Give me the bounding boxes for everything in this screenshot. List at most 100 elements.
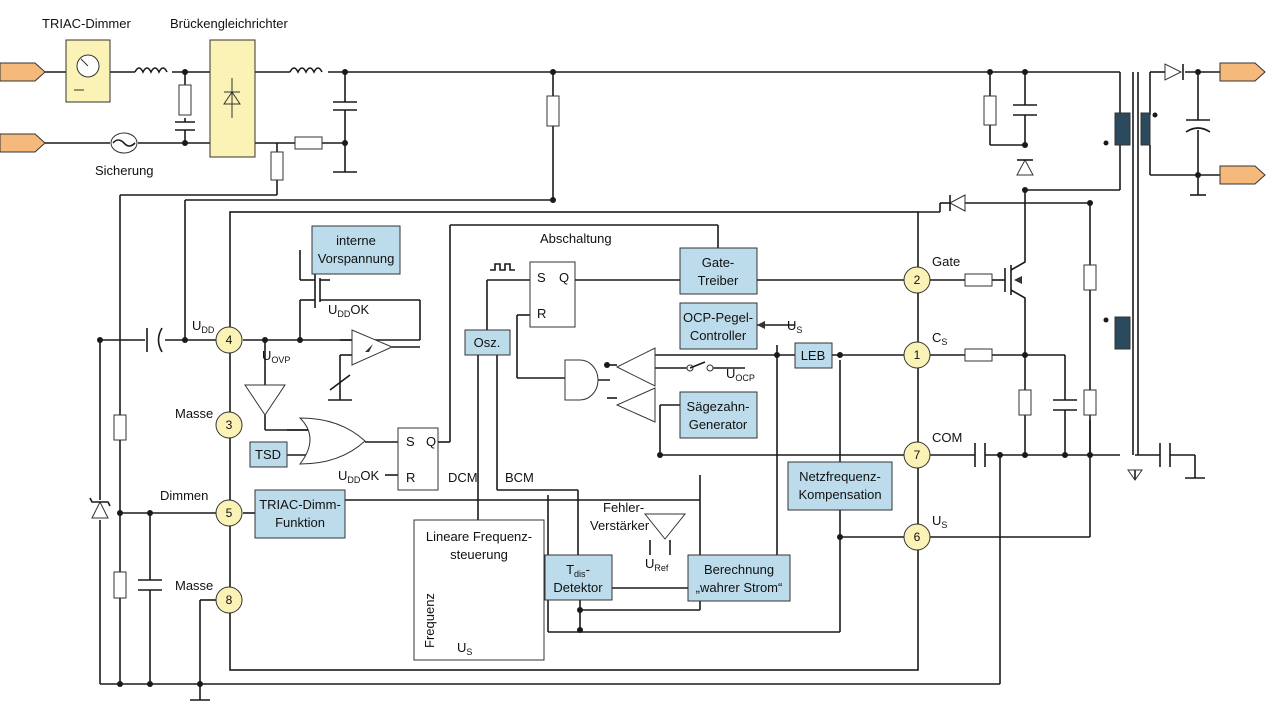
leb-block: LEB: [794, 342, 833, 369]
blocks: interne Vorspannung Gate- Treiber OCP-Pe…: [249, 225, 893, 661]
inductor-2-icon: [289, 67, 323, 74]
or-gate: [298, 417, 366, 465]
uddok-label-2: UDDOK: [338, 468, 380, 485]
uref-label: URef: [645, 556, 669, 573]
svg-text:interne: interne: [336, 233, 376, 248]
svg-text:steuerung: steuerung: [450, 547, 508, 562]
uocp-label: UOCP: [726, 366, 755, 383]
svg-text:TSD: TSD: [255, 447, 281, 462]
svg-text:S: S: [406, 434, 415, 449]
svg-text:LEB: LEB: [801, 348, 826, 363]
masse-label-2: Masse: [175, 578, 213, 593]
gate-treiber-block: Gate- Treiber: [679, 247, 758, 295]
svg-text:Gate-: Gate-: [702, 255, 735, 270]
svg-text:7: 7: [914, 448, 921, 462]
svg-text:OCP-Pegel-: OCP-Pegel-: [683, 310, 753, 325]
fehler-label-1: Fehler-: [603, 500, 644, 515]
svg-text:Generator: Generator: [689, 417, 748, 432]
svg-text:Netzfrequenz-: Netzfrequenz-: [799, 469, 881, 484]
svg-text:3: 3: [226, 418, 233, 432]
resistor-r3: [270, 151, 284, 181]
saegezahn-block: Sägezahn- Generator: [679, 391, 758, 439]
components: [0, 39, 1266, 652]
svg-text:Sägezahn-: Sägezahn-: [687, 399, 750, 414]
svg-text:6: 6: [914, 530, 921, 544]
ocp-controller-block: OCP-Pegel- Controller: [679, 302, 758, 350]
us-axis-label: US: [457, 640, 472, 657]
us-pin-label: US: [932, 513, 947, 530]
clock-signal-icon: [490, 263, 515, 271]
netzfrequenz-block: Netzfrequenz- Kompensation: [787, 461, 893, 511]
svg-text:R: R: [406, 470, 415, 485]
bridge-label: Brückengleichrichter: [170, 16, 288, 31]
triac-dimmer-label: TRIAC-Dimmer: [42, 16, 131, 31]
svg-text:Lineare Frequenz-: Lineare Frequenz-: [426, 529, 532, 544]
pin-7: 7: [903, 441, 931, 469]
svg-text:Detektor: Detektor: [553, 580, 603, 595]
junctions: [97, 69, 1201, 687]
dimmen-label: Dimmen: [160, 488, 208, 503]
pins: 4 3 5 8 2 1 7 6: [215, 266, 931, 614]
flip-flop-1: S Q R: [397, 427, 439, 491]
pin-6: 6: [903, 523, 931, 551]
startup-resistor: [546, 95, 560, 127]
input-terminal-2: [0, 133, 46, 153]
pin-2: 2: [903, 266, 931, 294]
svg-text:Berechnung: Berechnung: [704, 562, 774, 577]
triac-dimm-funktion-block: TRIAC-Dimm- Funktion: [254, 489, 346, 539]
flip-flop-2: S Q R: [529, 261, 576, 328]
osz-block: Osz.: [464, 329, 511, 356]
bcm-label: BCM: [505, 470, 534, 485]
arrow-icon: [757, 321, 765, 329]
dcm-label: DCM: [448, 470, 478, 485]
tsd-block: TSD: [249, 441, 288, 468]
cs-label: CS: [932, 330, 947, 347]
svg-text:2: 2: [914, 273, 921, 287]
input-terminal-1: [0, 62, 46, 82]
pin-3: 3: [215, 411, 243, 439]
svg-text:8: 8: [226, 593, 233, 607]
us-ocp-label: US: [787, 318, 802, 335]
svg-text:Q: Q: [426, 434, 436, 449]
fuse-label: Sicherung: [95, 163, 154, 178]
svg-text:5: 5: [226, 506, 233, 520]
svg-text:Kompensation: Kompensation: [798, 487, 881, 502]
labels: TRIAC-Dimmer Brückengleichrichter Sicher…: [42, 16, 962, 657]
svg-text:1: 1: [914, 348, 921, 362]
lineare-frequenzsteuerung-block: Lineare Frequenz- steuerung: [413, 519, 545, 661]
pin-8: 8: [215, 586, 243, 614]
pin-1: 1: [903, 341, 931, 369]
svg-text:S: S: [537, 270, 546, 285]
svg-text:Tdis-: Tdis-: [566, 562, 590, 579]
resistor-r1: [178, 84, 192, 116]
svg-text:TRIAC-Dimm-: TRIAC-Dimm-: [259, 497, 341, 512]
svg-text:„wahrer Strom“: „wahrer Strom“: [696, 580, 783, 595]
inductor-1-icon: [134, 67, 168, 74]
output-terminal-1: [1219, 62, 1266, 82]
and-gate: [564, 359, 599, 401]
svg-text:R: R: [537, 306, 546, 321]
frequenz-axis-label: Frequenz: [422, 593, 437, 648]
tdis-detektor-block: Tdis- Detektor: [544, 554, 613, 601]
svg-text:Funktion: Funktion: [275, 515, 325, 530]
masse-label-1: Masse: [175, 406, 213, 421]
berechnung-block: Berechnung „wahrer Strom“: [687, 554, 791, 602]
uddok-label-1: UDDOK: [328, 302, 370, 319]
svg-text:Q: Q: [559, 270, 569, 285]
svg-text:Osz.: Osz.: [474, 335, 501, 350]
gate-label: Gate: [932, 254, 960, 269]
svg-text:Treiber: Treiber: [698, 273, 739, 288]
udd-label: UDD: [192, 318, 215, 335]
svg-text:Controller: Controller: [690, 328, 747, 343]
interne-vorspannung-block: interne Vorspannung: [311, 225, 401, 275]
wires: [45, 71, 1220, 701]
abschaltung-label: Abschaltung: [540, 231, 612, 246]
resistor-r2: [294, 136, 323, 150]
svg-text:Vorspannung: Vorspannung: [318, 251, 395, 266]
com-label: COM: [932, 430, 962, 445]
output-terminal-2: [1219, 165, 1266, 185]
svg-text:4: 4: [226, 333, 233, 347]
fehler-label-2: Verstärker: [590, 518, 650, 533]
